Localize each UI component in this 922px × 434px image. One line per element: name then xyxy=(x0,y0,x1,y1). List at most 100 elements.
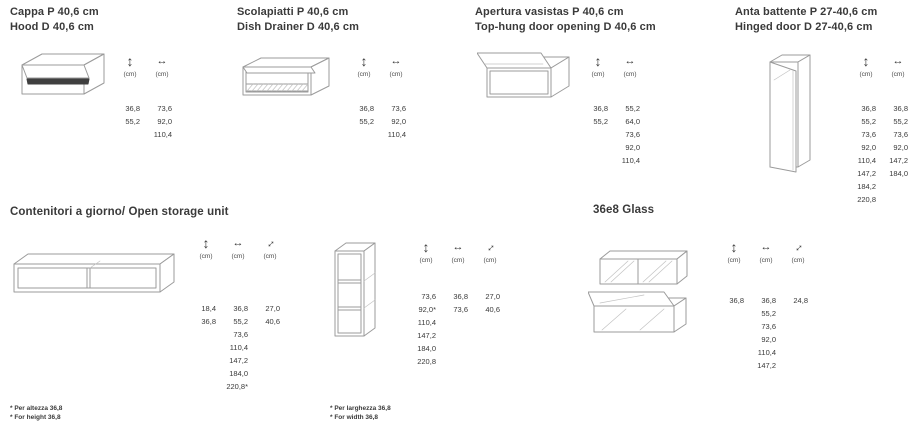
dimension-value: 73,6 xyxy=(761,322,776,331)
title-cappa-en: Hood D 40,6 cm xyxy=(10,21,94,33)
height-values: 36,8 xyxy=(718,294,750,307)
dimension-value: 36,8 xyxy=(201,317,216,326)
dimension-value: 184,0 xyxy=(229,369,248,378)
dimension-value: 36,8 xyxy=(761,296,776,305)
dimension-value: 36,8 xyxy=(453,292,468,301)
height-arrow-icon: ↕ xyxy=(360,53,368,69)
footnote-it: * Per altezza 36,8 xyxy=(10,405,63,412)
depth-column: ↔ (cm) 24,8 xyxy=(782,239,814,372)
hinged-door-drawing xyxy=(769,54,811,173)
title-vasistas-en: Top-hung door opening D 40,6 cm xyxy=(475,21,656,33)
height-arrow-icon: ↕ xyxy=(422,239,430,255)
title-scolapiatti-en: Dish Drainer D 40,6 cm xyxy=(237,21,360,33)
dimension-value: 36,8 xyxy=(593,104,608,113)
dimension-value: 64,0 xyxy=(625,117,640,126)
title-anta-en: Hinged door D 27-40,6 cm xyxy=(735,21,873,33)
footnote-en: * For height 36,8 xyxy=(10,414,61,421)
dimension-value: 55,2 xyxy=(625,104,640,113)
dimension-value: 184,0 xyxy=(889,169,908,178)
dimension-value: 55,2 xyxy=(861,117,876,126)
dimension-value: 110,4 xyxy=(153,130,172,139)
unit-label: (cm) xyxy=(623,71,637,78)
dimension-value: 110,4 xyxy=(857,156,876,165)
dimension-value: 220,8 xyxy=(417,357,436,366)
dimension-value: 110,4 xyxy=(757,348,776,357)
height-arrow-icon: ↕ xyxy=(594,53,602,69)
dimension-value: 55,2 xyxy=(761,309,776,318)
dimension-value: 73,6 xyxy=(157,104,172,113)
dimension-value: 184,2 xyxy=(857,182,876,191)
depth-arrow-icon: ↔ xyxy=(261,235,278,252)
dimension-value: 92,0 xyxy=(761,335,776,344)
dimension-value: 55,2 xyxy=(893,117,908,126)
dimension-value: 110,4 xyxy=(387,130,406,139)
footnote-en: * For width 36,8 xyxy=(330,414,379,421)
unit-label: (cm) xyxy=(263,253,277,260)
title-scolapiatti-it: Scolapiatti P 40,6 cm xyxy=(237,6,349,18)
dimension-value: 73,6 xyxy=(421,292,436,301)
dimension-value: 73,6 xyxy=(861,130,876,139)
dimension-value: 92,0 xyxy=(391,117,406,126)
section-title-cappa: Cappa P 40,6 cm Hood D 40,6 cm xyxy=(10,5,99,35)
height-values: 36,8 55,2 xyxy=(348,102,380,128)
dimension-value: 36,8 xyxy=(233,304,248,313)
dimension-value: 73,6 xyxy=(233,330,248,339)
depth-arrow-icon: ↔ xyxy=(481,239,498,256)
unit-label: (cm) xyxy=(591,71,605,78)
dimension-value: 36,8 xyxy=(359,104,374,113)
unit-label: (cm) xyxy=(483,257,497,264)
dimension-value: 110,4 xyxy=(417,318,436,327)
height-column: ↕ (cm) 36,8 xyxy=(718,240,750,372)
width-arrow-icon: ↔ xyxy=(156,55,168,67)
width-arrow-icon: ↔ xyxy=(624,55,636,67)
unit-label: (cm) xyxy=(123,71,137,78)
hood-drawing xyxy=(21,53,105,95)
dimension-value: 36,8 xyxy=(893,104,908,113)
unit-label: (cm) xyxy=(357,71,371,78)
dimension-value: 36,8 xyxy=(861,104,876,113)
dimension-value: 73,6 xyxy=(893,130,908,139)
dimension-value: 184,0 xyxy=(417,344,436,353)
depth-values: 24,8 xyxy=(782,294,814,307)
height-arrow-icon: ↕ xyxy=(730,239,738,255)
dimension-value: 92,0 xyxy=(157,117,172,126)
dimension-value: 27,0 xyxy=(265,304,280,313)
section-title-scolapiatti: Scolapiatti P 40,6 cm Dish Drainer D 40,… xyxy=(237,5,359,35)
height-arrow-icon: ↕ xyxy=(202,235,210,251)
dimension-value: 55,2 xyxy=(359,117,374,126)
dimension-value: 73,6 xyxy=(625,130,640,139)
height-arrow-icon: ↕ xyxy=(126,53,134,69)
dimension-value: 40,6 xyxy=(485,305,500,314)
dimension-value: 147,2 xyxy=(229,356,248,365)
unit-label: (cm) xyxy=(389,71,403,78)
dimension-value: 147,2 xyxy=(889,156,908,165)
dimension-value: 73,6 xyxy=(391,104,406,113)
dimension-value: 73,6 xyxy=(453,305,468,314)
dimension-value: 24,8 xyxy=(793,296,808,305)
footnote-open-storage-horizontal: * Per altezza 36,8 * For height 36,8 xyxy=(10,404,62,422)
unit-label: (cm) xyxy=(419,257,433,264)
section-title-anta: Anta battente P 27-40,6 cm Hinged door D… xyxy=(735,5,877,35)
dimension-value: 147,2 xyxy=(417,331,436,340)
